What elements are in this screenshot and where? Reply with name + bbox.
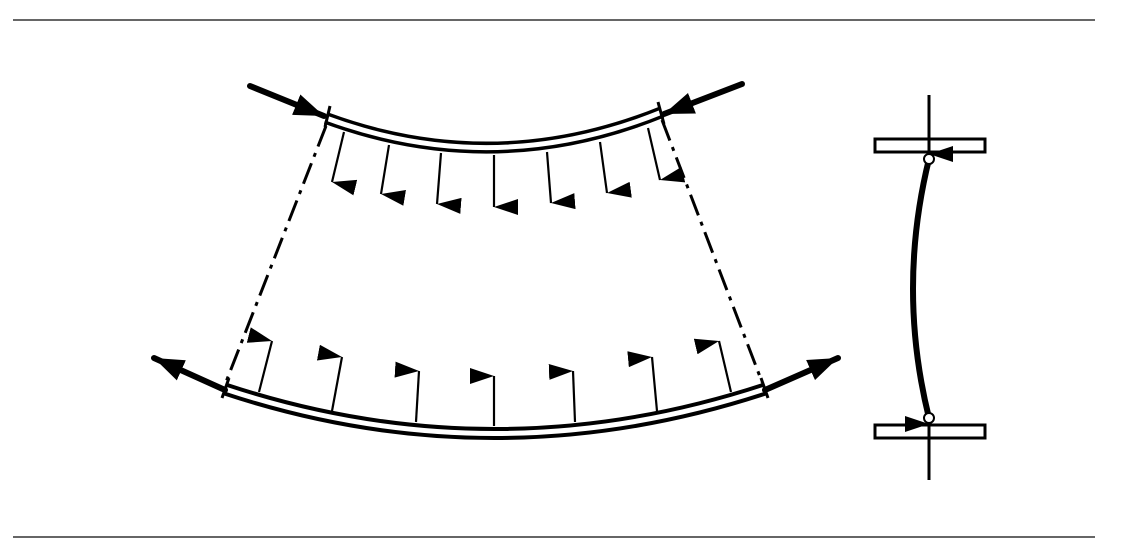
inward-arrow: [330, 131, 358, 196]
bottom-pin-joint: [923, 412, 935, 424]
bottom-outward-arrows: [246, 327, 733, 426]
top-pin-joint: [923, 153, 935, 165]
buckled-column-diagram: [873, 95, 987, 480]
bottom-right-tension-arrow: [762, 355, 841, 393]
bent-column: [910, 158, 932, 419]
inward-arrow: [646, 127, 686, 183]
inward-arrow: [545, 151, 576, 210]
inward-arrow: [379, 144, 406, 206]
bottom-arc-rod: [222, 382, 768, 440]
top-inward-arrows: [330, 127, 686, 215]
outward-arrow: [246, 327, 274, 393]
top-right-thrust-arrow: [661, 81, 745, 117]
outward-arrow: [316, 344, 344, 412]
outward-arrow: [627, 351, 659, 412]
outward-arrow: [394, 361, 421, 423]
top-left-end-cap: [323, 105, 332, 128]
outward-arrow: [693, 338, 733, 393]
bottom-left-tension-arrow: [151, 355, 228, 393]
right-dash-dot-line: [660, 119, 764, 383]
top-arc-rod: [323, 106, 665, 154]
inward-arrow: [598, 141, 632, 198]
left-dash-dot-line: [224, 125, 328, 383]
top-left-thrust-arrow: [247, 83, 327, 119]
outward-arrow: [548, 363, 577, 423]
inward-arrow: [435, 152, 462, 214]
